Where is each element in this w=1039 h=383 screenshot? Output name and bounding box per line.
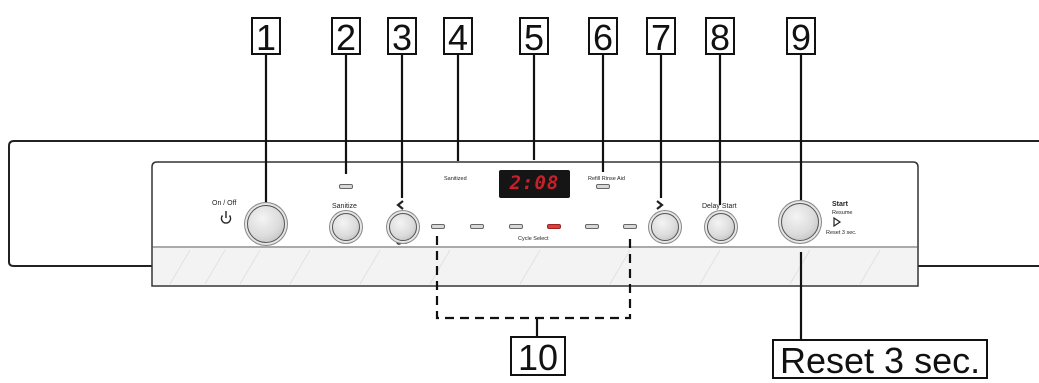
sanitize-indicator xyxy=(339,184,353,189)
callout-9: 9 xyxy=(786,17,816,56)
start-label: Start xyxy=(832,201,848,208)
door-outline xyxy=(8,140,1039,267)
callout-3: 3 xyxy=(387,17,417,56)
callout-6: 6 xyxy=(588,17,618,56)
panel-lower-strip xyxy=(153,248,917,285)
time-display: 2:08 xyxy=(499,170,570,198)
delay-start-label: Delay Start xyxy=(702,203,737,210)
resume-label: Resume xyxy=(832,210,853,216)
on-off-label: On / Off xyxy=(212,200,237,207)
cycle-indicator-2 xyxy=(470,224,484,229)
sanitize-label: Sanitize xyxy=(332,203,357,210)
display-time: 2:08 xyxy=(509,172,560,194)
callout-1: 1 xyxy=(251,17,281,56)
rinse-aid-indicator xyxy=(596,184,610,189)
sanitized-label: Sanitized xyxy=(444,176,467,182)
on-off-button[interactable] xyxy=(247,205,285,243)
callout-7: 7 xyxy=(646,17,676,56)
leader-lines xyxy=(264,55,803,340)
callout-5: 5 xyxy=(519,17,549,56)
refill-rinse-aid-label: Refill Rinse Aid xyxy=(588,176,625,182)
callout-2: 2 xyxy=(331,17,361,56)
sanitize-button[interactable] xyxy=(332,213,360,241)
cycle-select-bracket xyxy=(435,236,632,320)
callout-8: 8 xyxy=(705,17,735,56)
cycle-right-button[interactable] xyxy=(651,213,679,241)
play-icon xyxy=(833,216,842,228)
callout-reset: Reset 3 sec. xyxy=(772,339,989,379)
cycle-indicator-6 xyxy=(623,224,637,229)
reset-label: Reset 3 sec. xyxy=(826,230,857,236)
callout-10: 10 xyxy=(510,336,567,376)
cycle-select-label: Cycle Select xyxy=(518,236,549,242)
power-icon xyxy=(220,211,232,224)
callout-4: 4 xyxy=(443,17,473,56)
cycle-indicator-4 xyxy=(547,224,561,229)
start-button[interactable] xyxy=(781,203,819,241)
cycle-indicator-3 xyxy=(509,224,523,229)
cycle-indicator-5 xyxy=(585,224,599,229)
cycle-indicator-1 xyxy=(431,224,445,229)
cycle-left-button[interactable] xyxy=(389,213,417,241)
chevron-left-icon xyxy=(396,200,404,210)
chevron-right-icon xyxy=(656,200,664,210)
delay-start-button[interactable] xyxy=(707,213,735,241)
